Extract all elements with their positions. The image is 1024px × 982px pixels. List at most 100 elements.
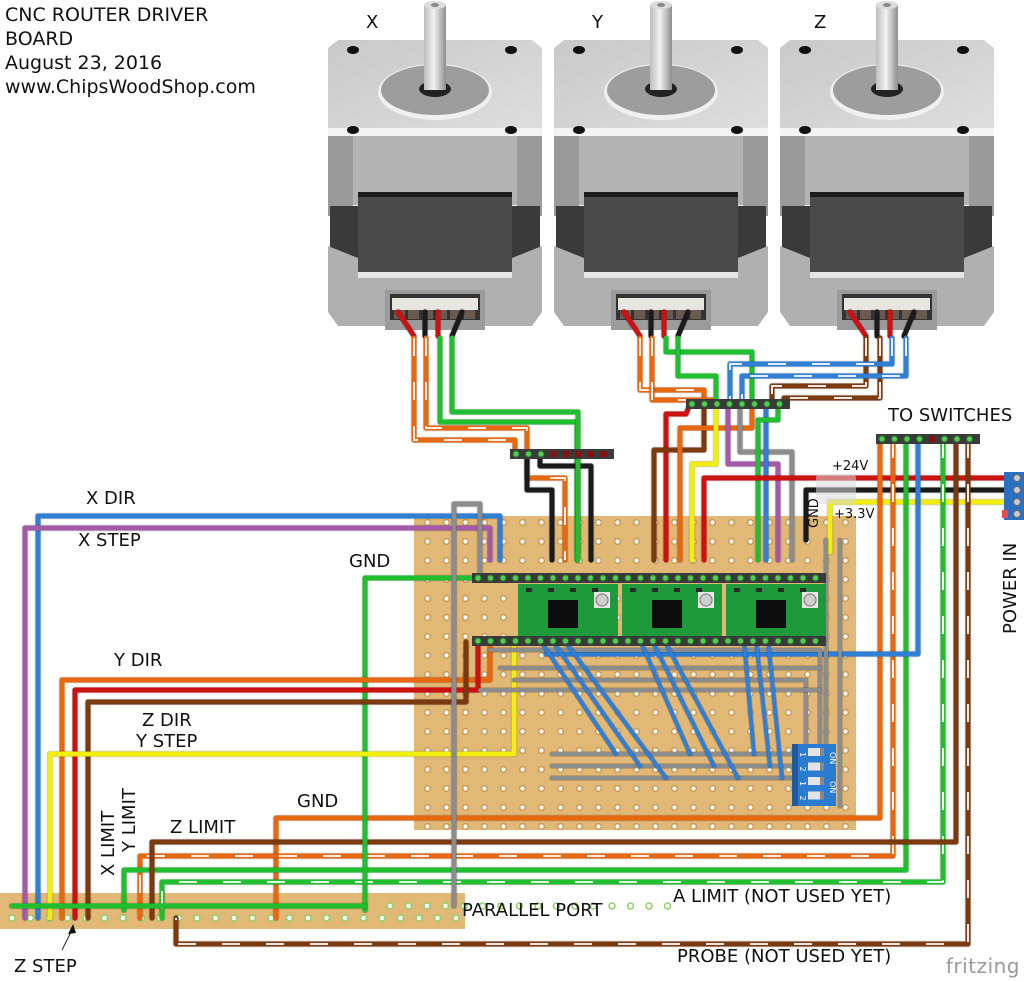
- header-body: [510, 449, 614, 459]
- header-pin: [674, 637, 682, 645]
- motor-upper-body: [328, 136, 542, 205]
- wire: [621, 309, 643, 339]
- parallel-pin: [571, 902, 579, 910]
- wire: [742, 638, 756, 756]
- dip-switch-lever: [808, 762, 824, 771]
- header-pin: [713, 400, 721, 408]
- header-pin: [699, 637, 707, 645]
- stepper-motor-x: [328, 1, 542, 330]
- wire: [149, 437, 959, 921]
- parallel-pin: [359, 914, 368, 922]
- header-pin: [549, 574, 557, 582]
- wire-outline: [674, 334, 720, 408]
- header-pin: [724, 574, 732, 582]
- z-dir-label: Z DIR: [142, 710, 192, 731]
- header-pin: [474, 574, 482, 582]
- dip-switch-on-label: ON: [828, 781, 837, 793]
- stepper-motor-z: [780, 1, 994, 330]
- header-pin: [649, 574, 657, 582]
- header-pin-unused: [588, 451, 594, 457]
- y-limit-label: Y LIMIT: [119, 788, 140, 852]
- motor-x-label: X: [366, 12, 379, 33]
- header-pin: [474, 637, 482, 645]
- header-pin: [891, 435, 898, 443]
- x-dir-label: X DIR: [86, 488, 136, 509]
- plus-24v-label: +24V: [832, 459, 869, 474]
- y-step-label: Y STEP: [136, 731, 198, 752]
- header-pin: [487, 574, 494, 582]
- header-pin: [953, 435, 961, 443]
- header-pin: [749, 637, 757, 645]
- header-pin-unused: [575, 451, 582, 457]
- header-pin: [524, 637, 532, 645]
- wire: [449, 309, 465, 339]
- mount-hole: [957, 126, 969, 134]
- parallel-pin: [119, 914, 127, 922]
- header-pin: [574, 574, 582, 582]
- parallel-pin: [663, 902, 672, 910]
- mount-hole: [573, 126, 585, 134]
- header-pin: [762, 574, 769, 582]
- pin-headers: [472, 399, 980, 646]
- parallel-pin: [193, 914, 201, 922]
- title-block: CNC ROUTER DRIVER BOARD August 23, 2016 …: [5, 3, 256, 99]
- header-pin: [699, 574, 707, 582]
- motor-shaft: [650, 4, 672, 90]
- parallel-pin: [386, 902, 394, 910]
- parallel-pin: [452, 914, 460, 922]
- y-dir-label: Y DIR: [114, 650, 163, 671]
- mount-hole: [347, 126, 359, 134]
- gnd-bottom-label: GND: [297, 791, 339, 812]
- switch-header: [876, 434, 980, 444]
- header-pin: [787, 574, 794, 582]
- x-motor-header: [510, 449, 614, 459]
- motor-lower-body: [780, 246, 994, 326]
- wire: [769, 335, 869, 407]
- header-pin: [687, 574, 694, 582]
- wire: [689, 401, 719, 563]
- header-body: [472, 636, 826, 646]
- motor-upper-body: [780, 136, 994, 205]
- x-limit-label: X LIMIT: [98, 810, 119, 876]
- mount-hole: [505, 46, 517, 54]
- dip-switch-on-label: ON: [828, 752, 837, 764]
- parallel-pin: [515, 902, 524, 910]
- mount-hole: [957, 46, 969, 54]
- wire: [675, 309, 691, 339]
- parallel-pin: [100, 914, 109, 922]
- wire: [662, 638, 740, 780]
- header-pin: [624, 637, 632, 645]
- header-pin: [774, 574, 782, 582]
- mount-hole: [505, 126, 517, 134]
- motor-z-label: Z: [814, 12, 827, 33]
- header-pin: [799, 574, 807, 582]
- wire-stripe: [139, 440, 894, 918]
- header-pin: [537, 574, 544, 582]
- wire: [524, 451, 555, 563]
- mount-hole: [573, 46, 585, 54]
- parallel-pin: [211, 914, 220, 922]
- dip-switch-number: 2: [798, 767, 807, 772]
- parallel-pin: [497, 902, 505, 910]
- header-pin: [763, 400, 771, 408]
- dip-switch-lever: [808, 748, 824, 756]
- header-pin: [812, 637, 819, 645]
- header-pin: [903, 435, 911, 443]
- header-pin: [637, 637, 644, 645]
- driver-bottom-header: [472, 636, 826, 646]
- parallel-pin: [322, 914, 331, 922]
- header-pin: [649, 637, 657, 645]
- wire: [538, 638, 618, 756]
- parallel-pin: [26, 914, 35, 922]
- dip-switch-number: 1: [798, 781, 807, 786]
- gnd-left-label: GND: [349, 551, 391, 572]
- header-pin: [776, 400, 783, 408]
- motor-upper-body: [554, 136, 768, 205]
- motor-lower-body: [328, 246, 542, 326]
- header-pin-unused: [929, 436, 935, 442]
- header-pin: [712, 637, 719, 645]
- driver-x: [518, 584, 618, 638]
- header-pin-unused: [563, 451, 569, 457]
- header-pin: [562, 637, 569, 645]
